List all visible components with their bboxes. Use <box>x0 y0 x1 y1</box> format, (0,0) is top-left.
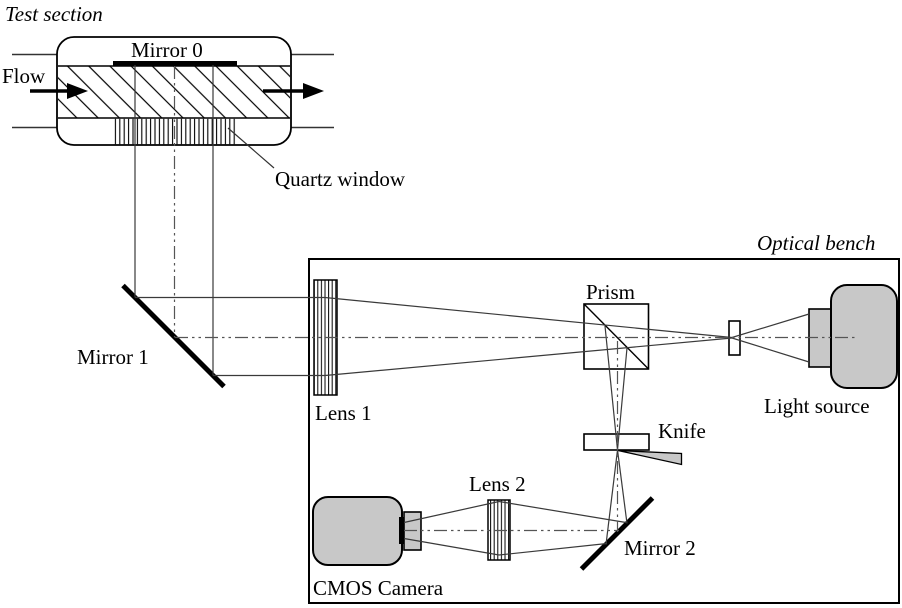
lens-1-label: Lens 1 <box>315 401 372 425</box>
mirror-0 <box>113 61 237 66</box>
light-ray <box>324 296 733 339</box>
quartz-window-label: Quartz window <box>275 167 406 191</box>
cmos-camera-label: CMOS Camera <box>313 576 444 600</box>
flow-arrow-out <box>263 83 324 99</box>
light-ray <box>616 347 628 451</box>
light-rays <box>134 65 810 556</box>
light-ray <box>498 542 608 556</box>
light-ray <box>403 537 500 556</box>
optical-bench-enclosure <box>308 258 900 604</box>
light-ray <box>605 449 619 545</box>
knife-label: Knife <box>658 419 706 443</box>
light-ray <box>498 500 627 524</box>
light-ray <box>403 500 500 524</box>
camera-sensor <box>399 517 404 544</box>
prism-diagonal <box>584 304 649 369</box>
light-ray <box>324 337 733 377</box>
mirror-0-label: Mirror 0 <box>131 38 203 62</box>
flow-label: Flow <box>2 64 46 88</box>
lens-2-label: Lens 2 <box>469 472 526 496</box>
prism-beamsplitter <box>583 303 650 370</box>
mirror-2 <box>579 496 655 571</box>
knife-wedge <box>617 449 683 466</box>
optical-axes <box>173 66 855 532</box>
light-ray <box>616 449 628 524</box>
light-ray <box>604 325 619 451</box>
mirror-1-label: Mirror 1 <box>77 345 149 369</box>
mirror-2-label: Mirror 2 <box>624 536 696 560</box>
quartz-window-leader <box>227 127 275 169</box>
mirror-1 <box>121 283 226 389</box>
light-ray <box>731 313 810 339</box>
prism-label: Prism <box>586 280 635 304</box>
camera-body <box>312 496 403 566</box>
light-source-body <box>830 284 898 389</box>
light-source-label: Light source <box>764 394 870 418</box>
light-source <box>808 284 898 389</box>
flow-arrow-in <box>30 83 88 99</box>
test-section-label: Test section <box>5 2 103 26</box>
light-ray <box>731 337 810 363</box>
optical-bench-label: Optical bench <box>757 231 875 255</box>
